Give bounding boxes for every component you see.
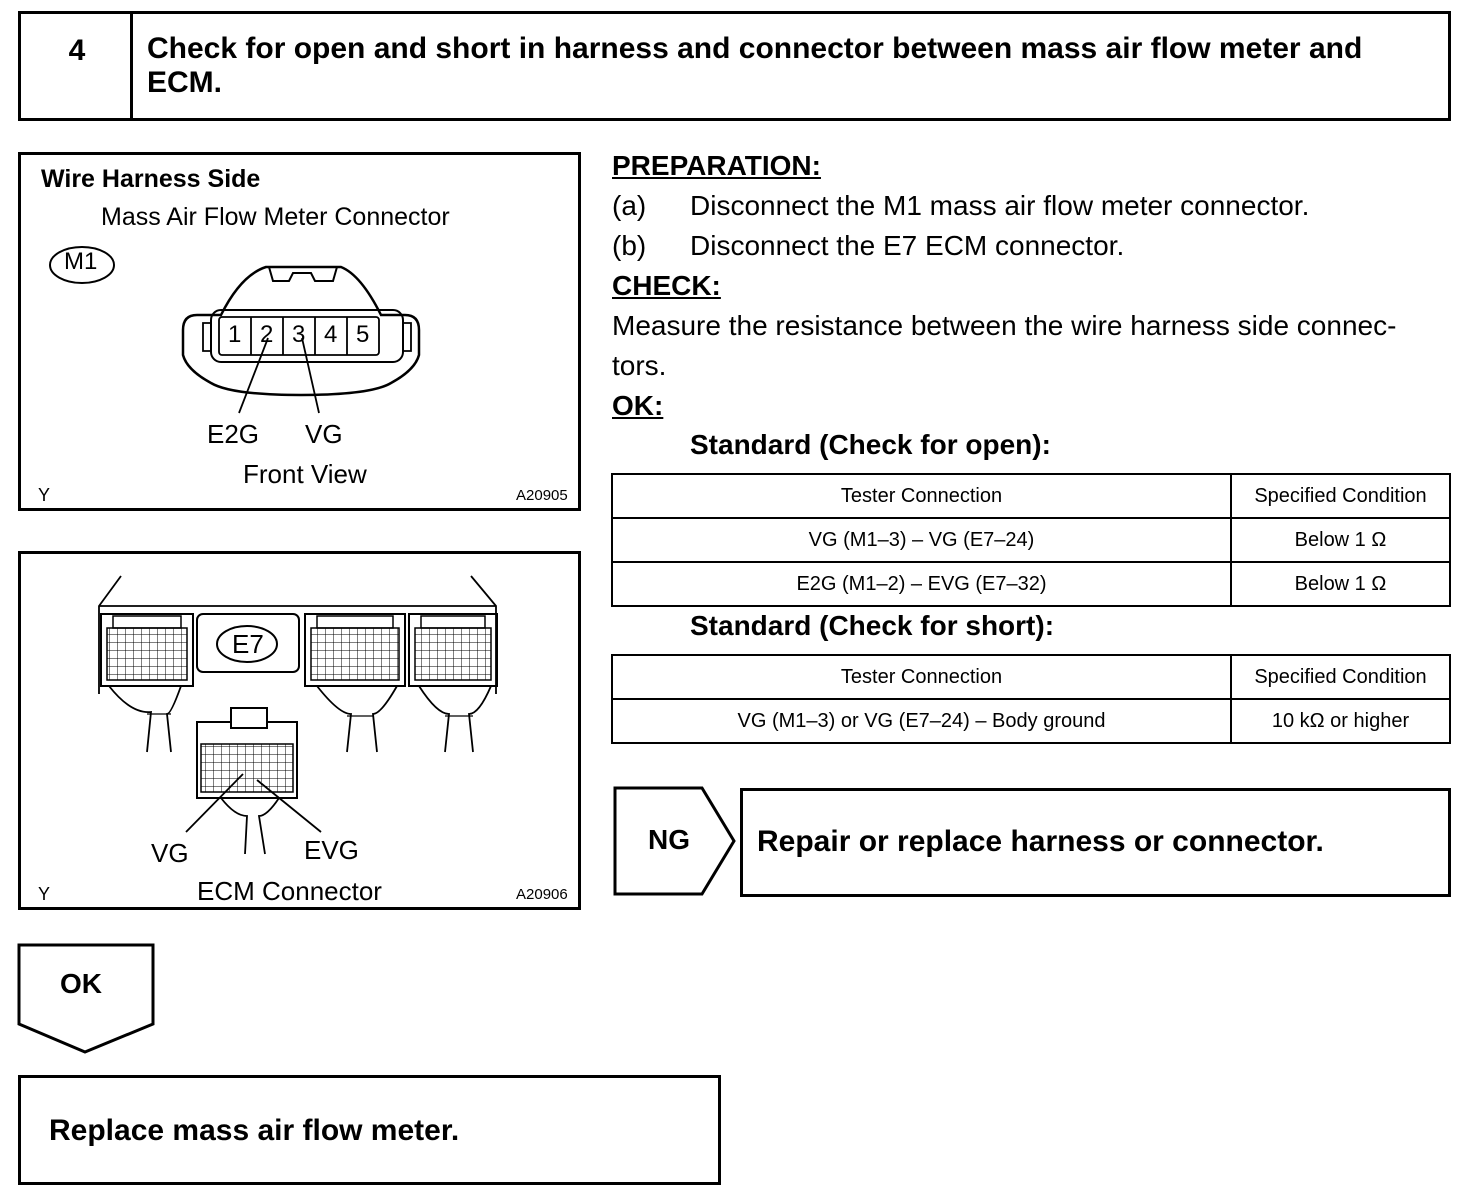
ecm-connector-drawing [98,575,498,855]
step-title: Check for open and short in harness and … [147,32,1363,99]
step-number: 4 [68,34,86,67]
callout-vg: VG [305,419,343,449]
pin-1: 1 [228,321,242,348]
check-text-line2: tors. [612,350,667,381]
prep-step-b-marker: (b) [612,230,647,261]
connector-id-e7: E7 [232,629,264,659]
preparation-heading: PREPARATION: [612,150,821,181]
figure1-corner-letter: Y [38,485,51,505]
ng-label: NG [648,824,690,855]
check-heading: CHECK: [612,270,721,301]
connector-id-m1: M1 [64,248,98,275]
tester-connection-cell: VG (M1–3) or VG (E7–24) – Body ground [611,698,1232,744]
table-row: VG (M1–3) or VG (E7–24) – Body ground 10… [611,698,1451,744]
step-number-cell [21,14,133,118]
ok-action-text: Replace mass air flow meter. [49,1114,460,1147]
column-header-tester-connection: Tester Connection [611,654,1232,700]
column-header-tester-connection: Tester Connection [611,473,1232,519]
ok-heading: OK: [612,390,664,421]
standard-open-title: Standard (Check for open): [690,429,1051,460]
prep-step-b-text: Disconnect the E7 ECM connector. [690,230,1125,261]
ecm-connector-caption: ECM Connector [197,876,382,906]
ok-arrow-shape [17,943,155,1054]
standard-short-title: Standard (Check for short): [690,610,1055,641]
front-view-label: Front View [243,459,367,489]
open-check-table: Tester Connection Specified Condition VG… [611,473,1451,607]
column-header-specified-condition: Specified Condition [1230,654,1451,700]
figure-ecm-connector: E7 VG EVG ECM Connector Y A20906 [18,551,581,910]
ng-action-box: Repair or replace harness or connector. [740,788,1451,897]
figure1-subheading: Mass Air Flow Meter Connector [101,203,450,231]
ok-label: OK [60,968,102,999]
figure1-code: A20905 [516,487,568,504]
step-header: 4 Check for open and short in harness an… [18,11,1451,121]
prep-step-a-marker: (a) [612,190,647,221]
callout-e2g: E2G [207,419,260,449]
ng-action-text: Repair or replace harness or connector. [757,825,1324,858]
pin-3: 3 [292,321,306,348]
table-row: VG (M1–3) – VG (E7–24) Below 1 Ω [611,517,1451,563]
table-row: E2G (M1–2) – EVG (E7–32) Below 1 Ω [611,561,1451,607]
ng-arrow-shape [613,786,736,896]
figure2-code: A20906 [516,886,568,903]
short-check-table: Tester Connection Specified Condition VG… [611,654,1451,744]
column-header-specified-condition: Specified Condition [1230,473,1451,519]
specified-condition-cell: Below 1 Ω [1230,517,1451,563]
specified-condition-cell: Below 1 Ω [1230,561,1451,607]
table-header-row: Tester Connection Specified Condition [611,473,1451,519]
figure-maf-connector: Wire Harness Side Mass Air Flow Meter Co… [18,152,581,511]
pin-5: 5 [356,321,370,348]
ok-action-box: Replace mass air flow meter. [18,1075,721,1185]
table-header-row: Tester Connection Specified Condition [611,654,1451,700]
pin-2: 2 [260,321,274,348]
figure1-heading: Wire Harness Side [41,165,261,193]
maf-connector-drawing [49,246,421,414]
specified-condition-cell: 10 kΩ or higher [1230,698,1451,744]
callout-vg-ecm: VG [151,838,189,868]
pin-4: 4 [324,321,338,348]
tester-connection-cell: E2G (M1–2) – EVG (E7–32) [611,561,1232,607]
figure2-corner-letter: Y [38,884,51,904]
tester-connection-cell: VG (M1–3) – VG (E7–24) [611,517,1232,563]
check-text-line1: Measure the resistance between the wire … [612,310,1397,341]
callout-evg: EVG [304,835,359,865]
prep-step-a-text: Disconnect the M1 mass air flow meter co… [690,190,1310,221]
